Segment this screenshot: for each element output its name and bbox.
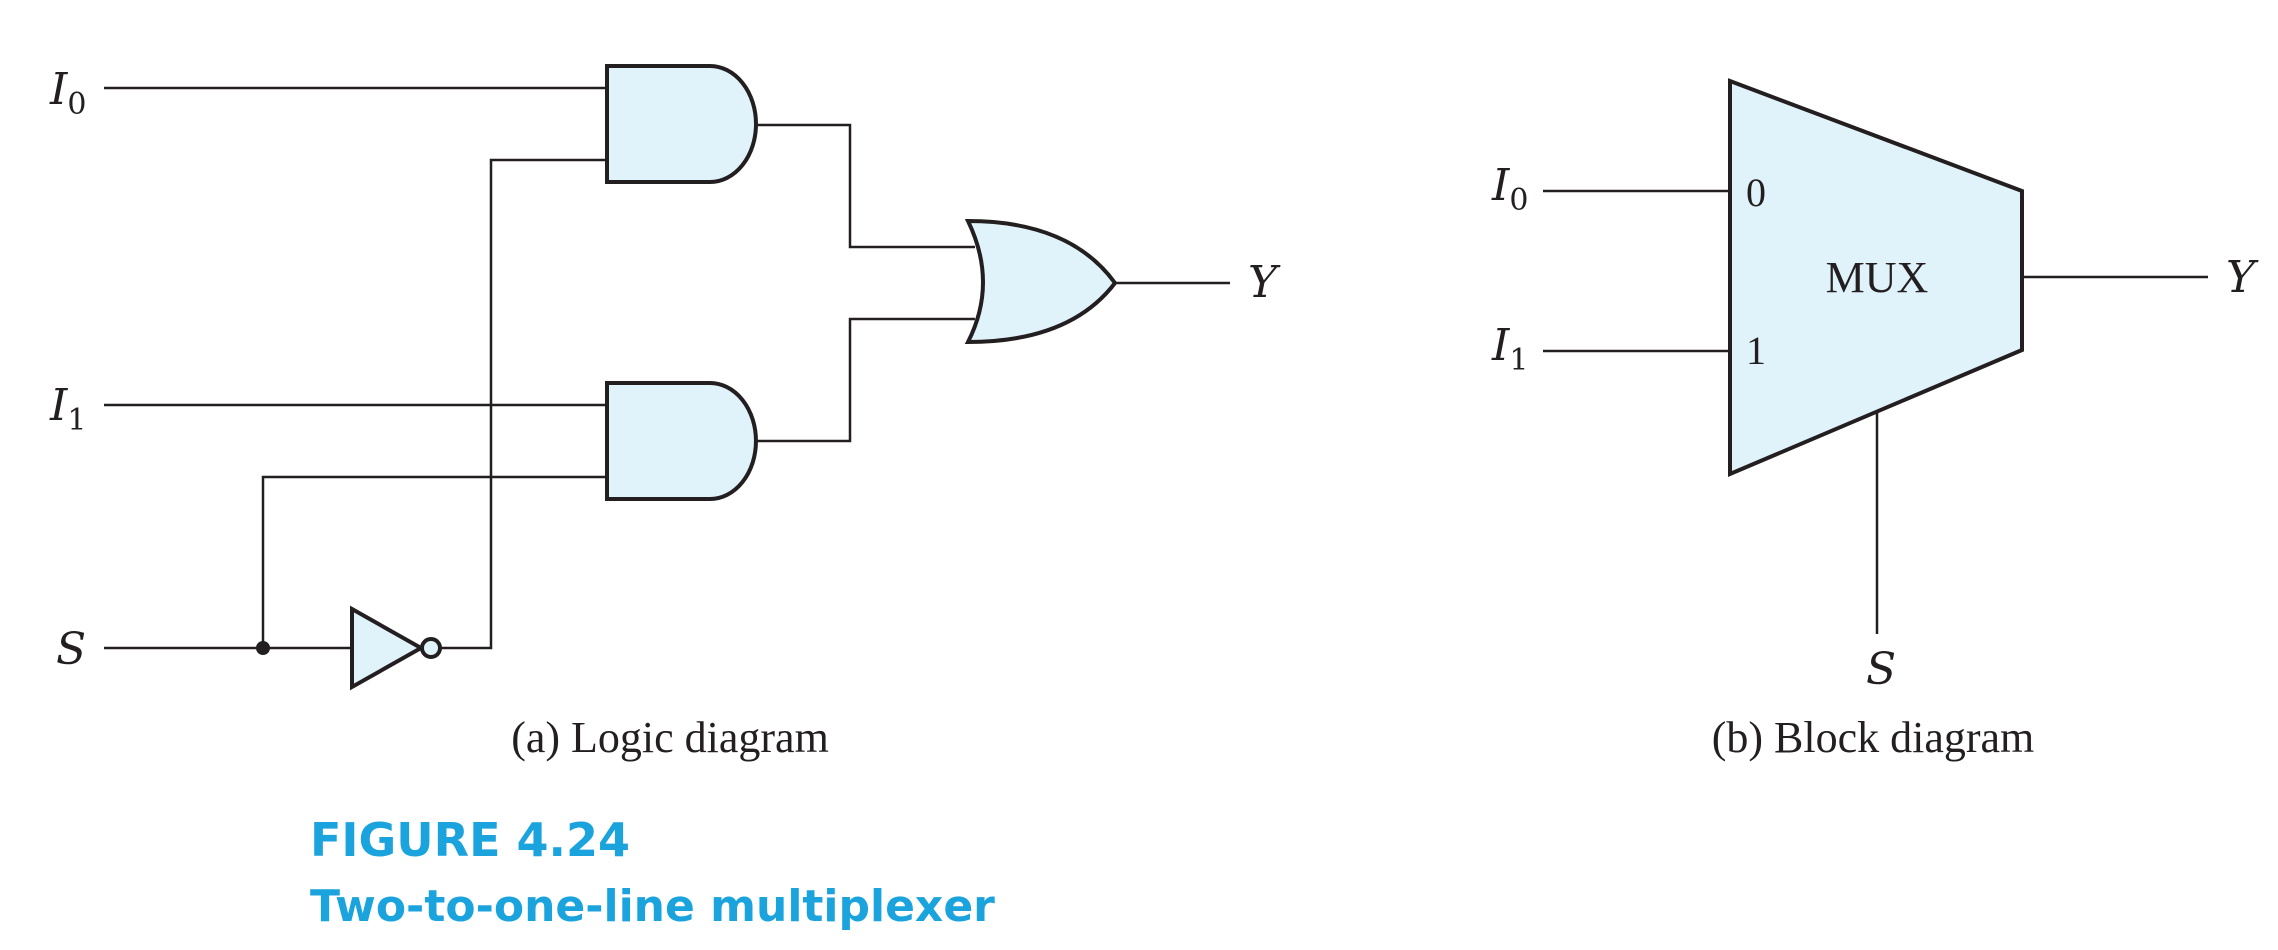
logic-output-y-label: Y xyxy=(1248,257,1281,308)
logic-select-s-label: S xyxy=(56,624,86,675)
block-select-s-label: S xyxy=(1866,644,1896,695)
block-input-i1-label: I1 xyxy=(1491,320,1528,378)
mux-pin-1: 1 xyxy=(1746,328,1766,373)
logic-diagram-caption: (a) Logic diagram xyxy=(511,713,829,762)
figure-number: FIGURE 4.24 xyxy=(310,813,630,867)
or-gate xyxy=(964,218,1118,345)
and-gate-bottom xyxy=(605,381,758,501)
junction-dot xyxy=(256,641,270,655)
logic-diagram: I0 I1 S Y (a) Logic diagram xyxy=(49,64,1281,762)
inversion-bubble xyxy=(420,637,442,659)
mux-label: MUX xyxy=(1826,253,1929,302)
figure-title: Two-to-one-line multiplexer xyxy=(310,881,995,932)
mux-pin-0: 0 xyxy=(1746,170,1766,215)
not-gate xyxy=(350,605,442,691)
wire-and1-to-or xyxy=(755,317,975,443)
wire-and0-to-or xyxy=(755,123,975,249)
logic-input-i1-label: I1 xyxy=(49,380,86,438)
block-diagram-caption: (b) Block diagram xyxy=(1712,713,2035,762)
and-gate-top xyxy=(605,64,758,184)
mux-block xyxy=(1728,78,2024,478)
block-output-y-label: Y xyxy=(2226,252,2259,303)
logic-input-i0-label: I0 xyxy=(49,64,86,122)
wire-s-to-and1 xyxy=(261,475,607,648)
block-input-i0-label: I0 xyxy=(1491,160,1528,218)
block-diagram: I0 I1 0 1 MUX Y S (b) Block diagram xyxy=(1491,78,2259,762)
